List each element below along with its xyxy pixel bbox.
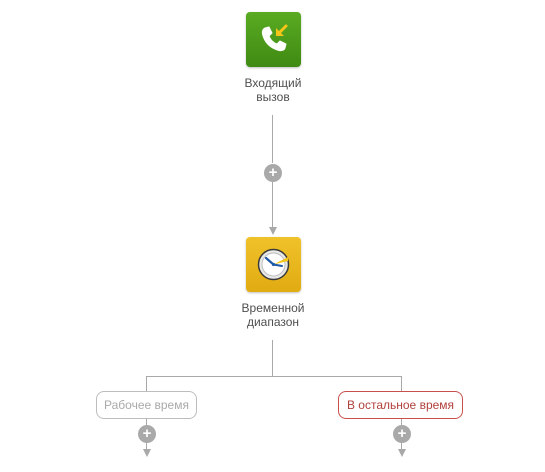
incoming-call-icon	[261, 24, 288, 52]
connector-line	[272, 115, 273, 163]
clock-icon	[257, 248, 290, 281]
connector-line	[401, 376, 402, 391]
connector-line	[146, 419, 147, 426]
connector-arrow	[398, 449, 406, 457]
time-range-label: Временной диапазон	[241, 301, 305, 329]
connector-arrow	[269, 227, 277, 235]
add-step-button[interactable]: +	[393, 425, 411, 443]
incoming-call-node[interactable]	[246, 12, 301, 67]
time-range-node[interactable]	[246, 237, 301, 292]
incoming-call-label: Входящий вызов	[244, 76, 302, 104]
connector-line	[272, 182, 273, 228]
connector-line	[272, 340, 273, 376]
add-step-button[interactable]: +	[264, 164, 282, 182]
connector-line	[401, 419, 402, 426]
connector-line	[146, 443, 147, 449]
connector-arrow	[143, 449, 151, 457]
branch-work-time[interactable]: Рабочее время	[96, 391, 197, 419]
connector-line	[146, 376, 147, 391]
branch-other-time[interactable]: В остальное время	[338, 391, 463, 419]
connector-line	[401, 443, 402, 449]
add-step-button[interactable]: +	[138, 425, 156, 443]
branch-split-line	[146, 376, 402, 377]
